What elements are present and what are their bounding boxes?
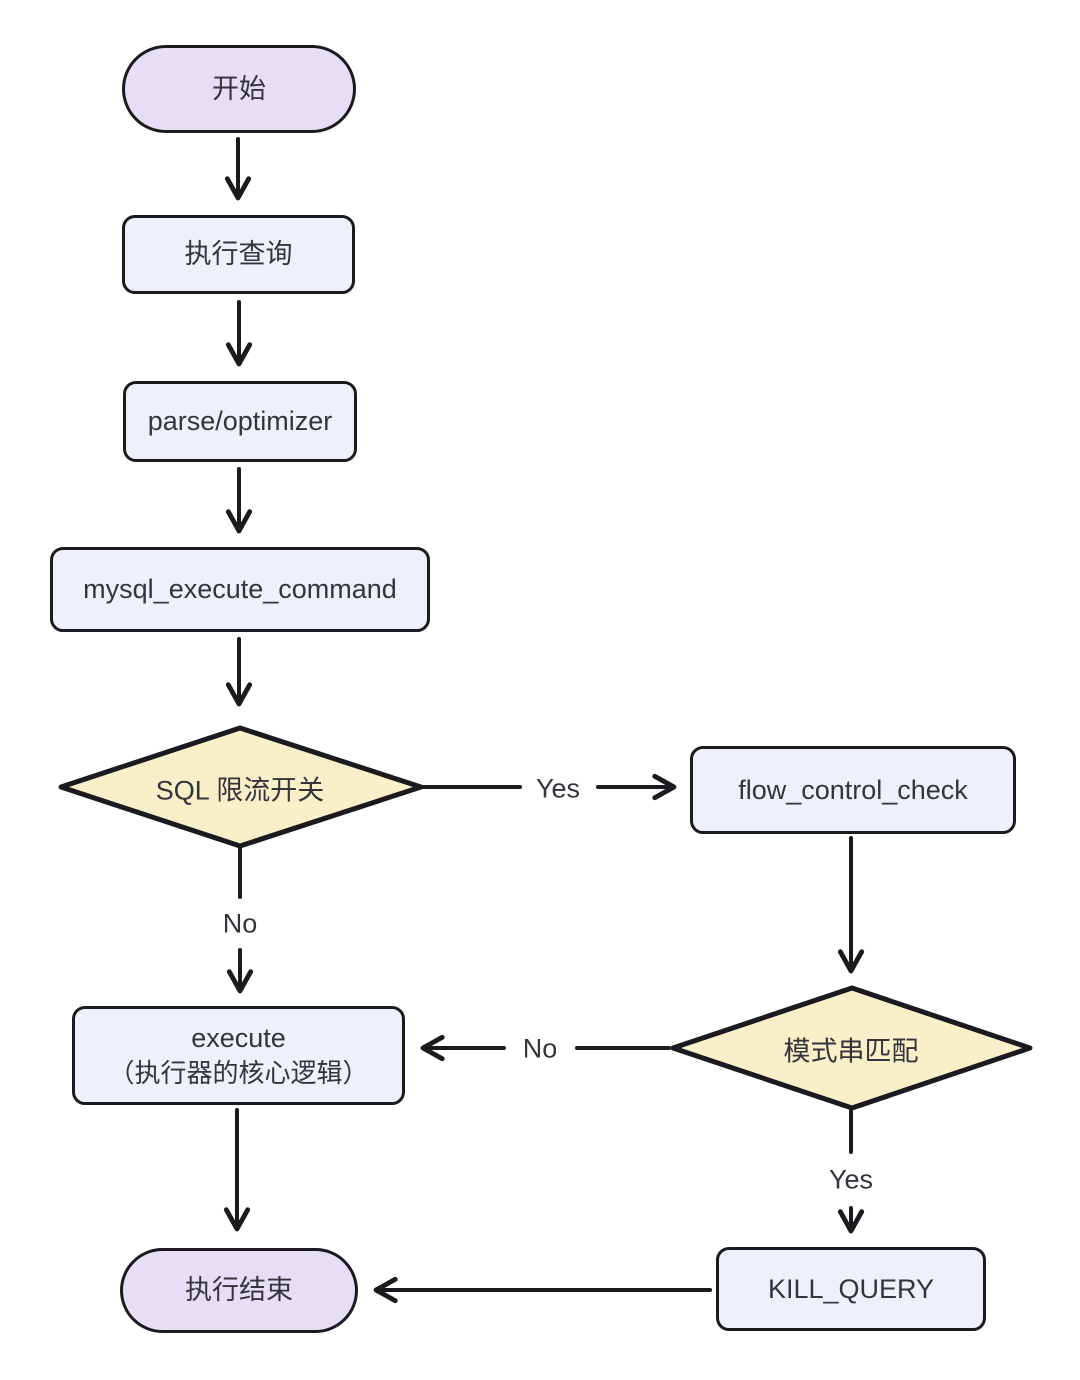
node-parse-optimizer: parse/optimizer — [123, 381, 357, 462]
node-start-label: 开始 — [212, 73, 266, 104]
edge-label-throttle-no: No — [218, 908, 262, 940]
node-run-query: 执行查询 — [122, 215, 355, 294]
edge-label-throttle-yes: Yes — [531, 773, 585, 805]
node-execute-label-line1: execute — [191, 1022, 286, 1053]
node-execute-label-line2: （执行器的核心逻辑） — [108, 1058, 369, 1089]
node-end-label: 执行结束 — [185, 1275, 293, 1306]
node-kill-query-label: KILL_QUERY — [767, 1273, 935, 1304]
node-flow-control-check: flow_control_check — [690, 746, 1016, 834]
node-kill-query: KILL_QUERY — [716, 1247, 986, 1331]
node-run-query-label: 执行查询 — [184, 239, 293, 270]
node-parse-optimizer-label: parse/optimizer — [147, 406, 333, 437]
node-end: 执行结束 — [120, 1248, 358, 1333]
edge-label-pattern-no: No — [518, 1033, 562, 1065]
decision-sql-throttle-shape — [58, 725, 424, 849]
node-execute: execute （执行器的核心逻辑） — [72, 1006, 405, 1105]
decision-pattern-match-shape — [670, 985, 1033, 1111]
node-flow-control-check-label: flow_control_check — [738, 774, 968, 805]
edge-label-pattern-yes: Yes — [824, 1164, 878, 1196]
decision-sql-throttle-label: SQL 限流开关 — [155, 775, 325, 806]
node-start: 开始 — [122, 45, 356, 133]
node-mysql-execute-command: mysql_execute_command — [50, 547, 430, 632]
node-mysql-execute-command-label: mysql_execute_command — [83, 574, 397, 605]
decision-pattern-match-label: 模式串匹配 — [783, 1036, 919, 1067]
